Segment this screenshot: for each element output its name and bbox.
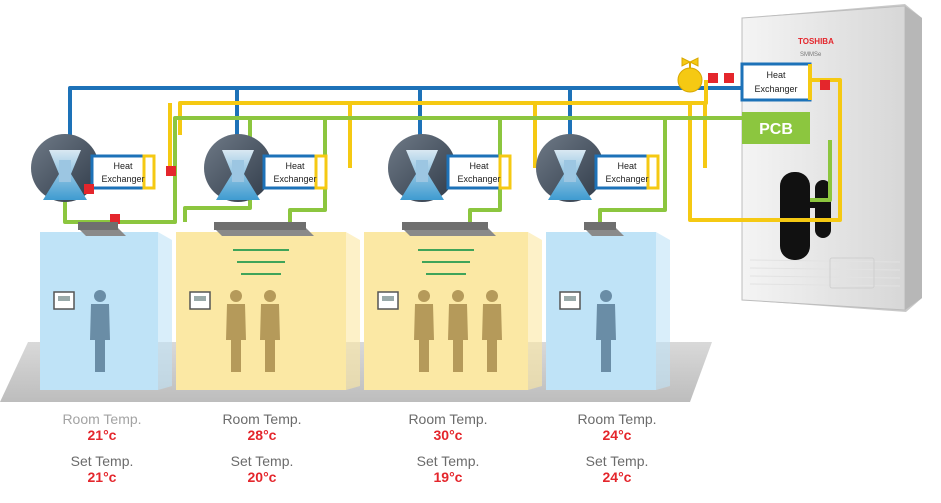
person-icon <box>90 290 110 372</box>
room-temp-label: Room Temp. <box>222 411 302 427</box>
louver-lines <box>749 259 901 287</box>
set-temp-label: Set Temp. <box>585 453 649 469</box>
heat-exchanger-label: Heat <box>285 161 305 171</box>
set-temp-label: Set Temp. <box>230 453 294 469</box>
model-mark: SMMSe <box>800 52 822 58</box>
person-icon <box>596 290 616 372</box>
heat-exchanger-label: Exchanger <box>605 174 648 184</box>
heat-exchanger-label: Exchanger <box>101 174 144 184</box>
person-icon <box>448 290 468 372</box>
person-icon <box>414 290 434 372</box>
set-temp-label: Set Temp. <box>416 453 480 469</box>
pcb-label: PCB <box>759 121 793 138</box>
room-temp-label: Room Temp. <box>62 411 142 427</box>
person-icon <box>226 290 246 372</box>
refrigerant-piping <box>63 78 842 224</box>
heat-exchanger-label: Heat <box>113 161 133 171</box>
room-1 <box>40 222 172 390</box>
valve-red <box>166 166 176 176</box>
valve-red <box>724 73 734 83</box>
set-temp-label: Set Temp. <box>70 453 134 469</box>
room-box <box>364 232 528 390</box>
pcb-box <box>742 112 810 144</box>
person-icon <box>482 290 502 372</box>
svg-text:Exchanger: Exchanger <box>754 84 797 94</box>
room-temp-value: 30°c <box>433 427 463 443</box>
compressor-icon <box>780 172 831 260</box>
room-temp-label: Room Temp. <box>577 411 657 427</box>
room-temp-value: 21°c <box>87 427 117 443</box>
set-temp-value: 21°c <box>87 469 117 485</box>
outdoor-heat-exchanger: Heat Exchanger <box>740 62 812 102</box>
set-temp-value: 24°c <box>602 469 632 485</box>
room-temp-value: 24°c <box>602 427 632 443</box>
heat-exchanger-label: Exchanger <box>273 174 316 184</box>
room-4 <box>546 222 670 390</box>
room-temp-value: 28°c <box>247 427 277 443</box>
heat-exchanger-label: Heat <box>469 161 489 171</box>
set-temp-value: 20°c <box>247 469 277 485</box>
valve-red <box>84 184 94 194</box>
valve-red <box>110 214 120 224</box>
svg-text:Heat: Heat <box>766 70 786 80</box>
brand-logo: TOSHIBA <box>798 37 834 46</box>
set-temp-value: 19°c <box>433 469 463 485</box>
heat-exchanger-label: Heat <box>617 161 637 171</box>
expansion-valve <box>677 57 703 93</box>
valve-red <box>708 73 718 83</box>
heat-exchanger-label: Exchanger <box>457 174 500 184</box>
valve-red <box>820 80 830 90</box>
room-2 <box>176 222 360 390</box>
room-3 <box>364 222 542 390</box>
room-temp-label: Room Temp. <box>408 411 488 427</box>
person-icon <box>260 290 280 372</box>
